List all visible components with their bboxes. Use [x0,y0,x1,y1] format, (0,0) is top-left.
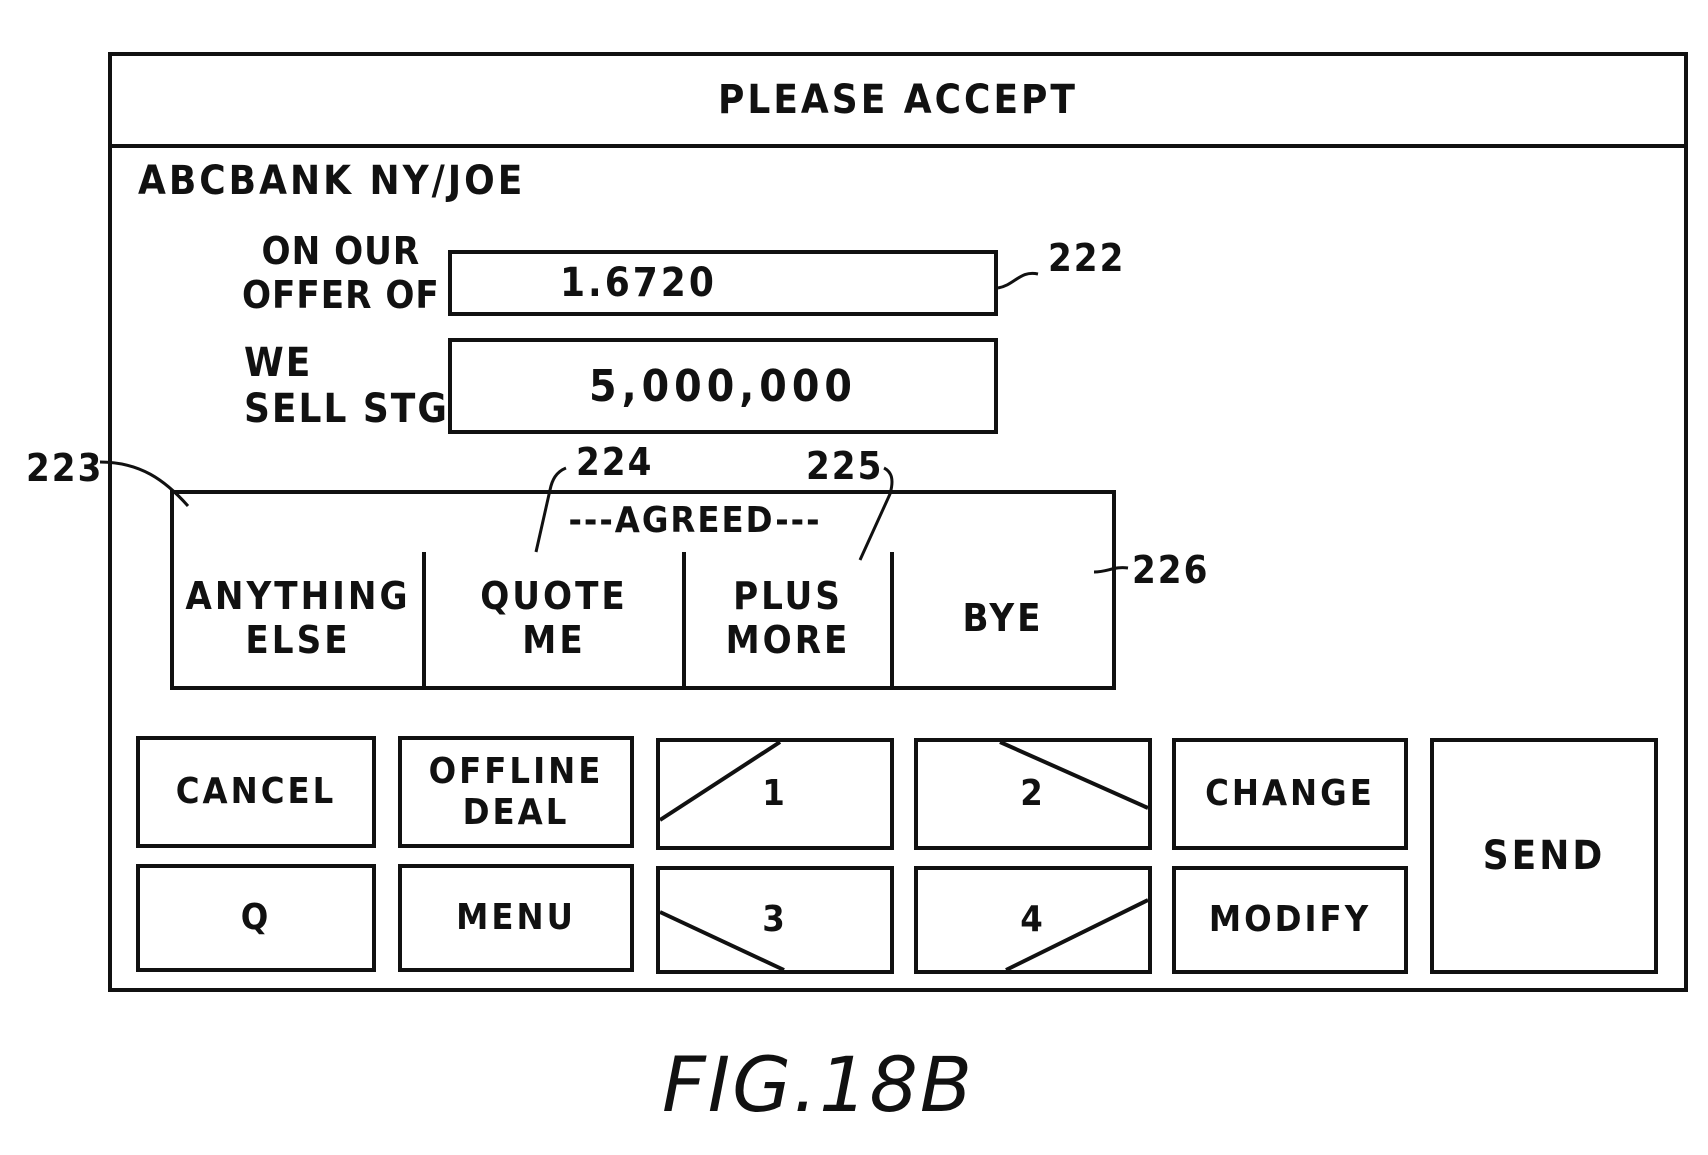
title-bar: PLEASE ACCEPT [112,56,1684,148]
amount-value: 5,000,000 [589,360,857,412]
key-2-button[interactable]: 2 [914,738,1152,850]
q-button[interactable]: Q [136,864,376,972]
change-button[interactable]: CHANGE [1172,738,1408,850]
agreed-panel [170,490,1116,690]
rate-label: ON OUR OFFER OF [242,229,440,317]
modify-button[interactable]: MODIFY [1172,866,1408,974]
counterparty-label: ABCBANK NY/JOE [138,158,526,204]
cancel-button[interactable]: CANCEL [136,736,376,848]
ref-222: 222 [1048,236,1126,280]
page-title: PLEASE ACCEPT [718,77,1078,123]
ref-226: 226 [1132,548,1210,592]
rate-value: 1.6720 [560,260,717,306]
amount-label: WE SELL STG [244,340,449,432]
agreed-divider [890,552,894,686]
key-4-button[interactable]: 4 [914,866,1152,974]
menu-button[interactable]: MENU [398,864,634,972]
key-1-button[interactable]: 1 [656,738,894,850]
plus-more-button[interactable]: PLUS MORE [725,574,851,662]
rate-field[interactable]: 1.6720 [448,250,998,316]
bye-button[interactable]: BYE [962,596,1044,641]
ref-225: 225 [806,444,884,488]
amount-field[interactable]: 5,000,000 [448,338,998,434]
offline-deal-button[interactable]: OFFLINE DEAL [398,736,634,848]
key-3-button[interactable]: 3 [656,866,894,974]
send-button[interactable]: SEND [1430,738,1658,974]
anything-else-button[interactable]: ANYTHING ELSE [185,574,411,662]
quote-me-button[interactable]: QUOTE ME [480,574,628,662]
ref-224: 224 [576,440,654,484]
agreed-heading: ---AGREED--- [568,500,822,541]
agreed-divider [682,552,686,686]
figure-label: FIG.18B [662,1040,975,1129]
agreed-divider [422,552,426,686]
ref-223: 223 [26,446,104,490]
